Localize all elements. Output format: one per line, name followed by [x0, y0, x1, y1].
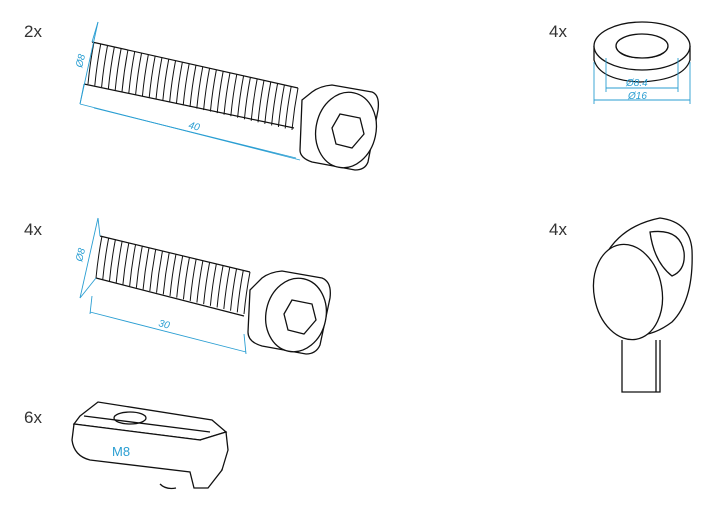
slot-nut-thread-label: M8	[112, 444, 130, 459]
screw-30-quantity: 4x	[24, 220, 42, 239]
screw-40-diameter-label: Ø8	[74, 53, 88, 70]
screw-40-head	[299, 84, 380, 171]
screw-30-dimensions	[79, 217, 247, 355]
washer-inner-diameter-label: Ø8.4	[625, 78, 648, 89]
slot-nut-quantity: 6x	[24, 408, 42, 427]
screw-30-diameter-label: Ø8	[74, 247, 88, 264]
screw-40-dimensions	[79, 21, 301, 161]
washer-quantity: 4x	[549, 22, 567, 41]
screw-40-thread	[87, 41, 299, 131]
washer-outer-diameter-label: Ø16	[627, 91, 647, 102]
screw-30-length-label: 30	[157, 318, 171, 331]
screw-40-quantity: 2x	[24, 22, 42, 41]
screw-30-head	[247, 270, 331, 355]
screw-40-length-label: 40	[187, 120, 201, 133]
screw-30-thread	[95, 235, 251, 315]
cam-connector-quantity: 4x	[549, 220, 567, 239]
washer-dimensions	[593, 58, 691, 104]
